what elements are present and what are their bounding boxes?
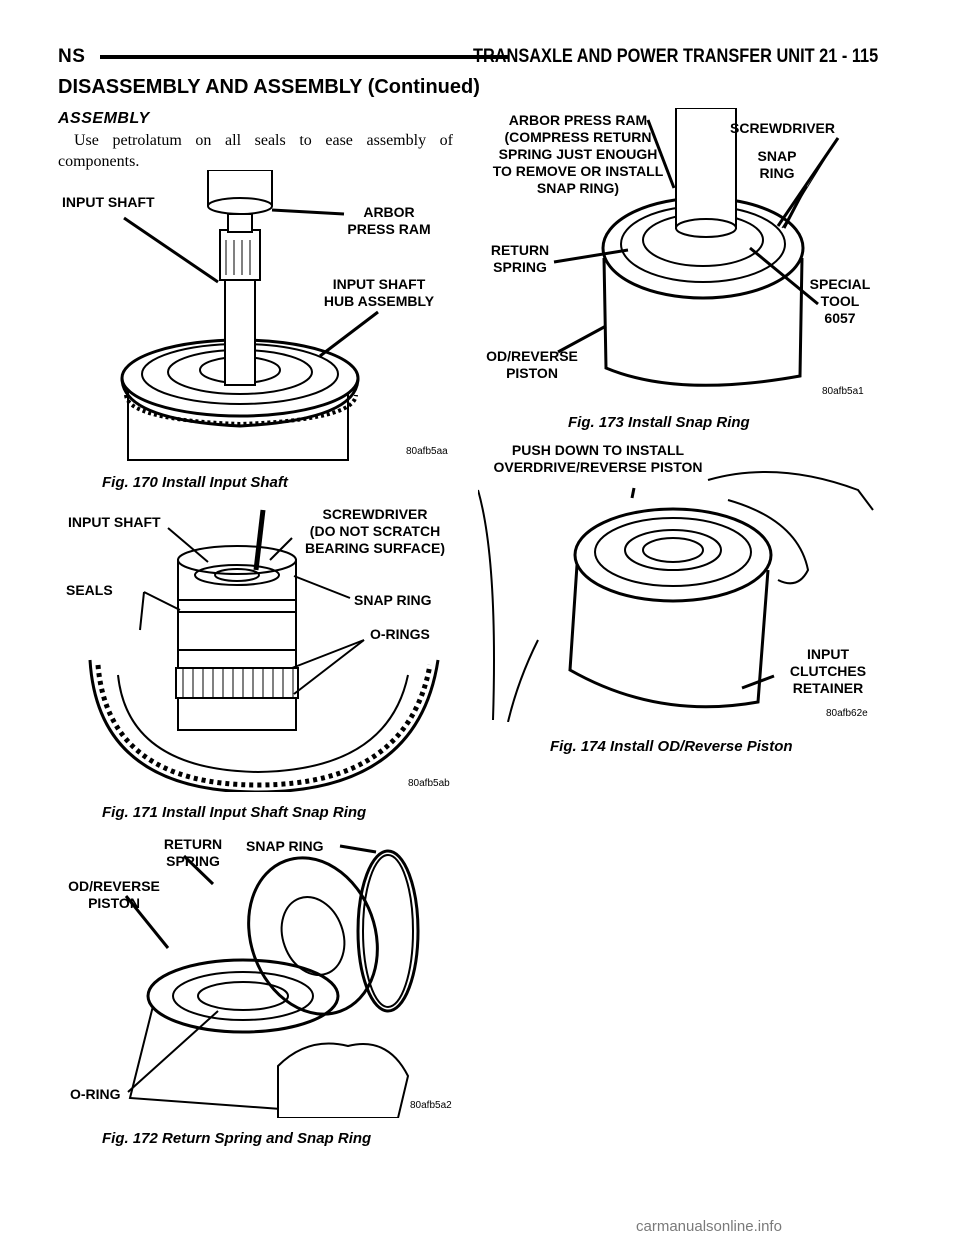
figure-171-illustration — [88, 509, 440, 792]
label-spring-just-enough: SPRING JUST ENOUGH — [498, 146, 658, 162]
label-screwdriver: SCREWDRIVER — [322, 506, 428, 522]
label-special: SPECIAL — [809, 276, 871, 292]
figure-170-caption: Fig. 170 Install Input Shaft — [102, 474, 288, 491]
label-input-clutches-retainer: INPUT CLUTCHES RETAINER — [778, 646, 878, 697]
label-arbor-line1: ARBOR — [363, 204, 415, 220]
body-paragraph: Use petrolatum on all seals to ease asse… — [58, 132, 453, 170]
label-seals: SEALS — [66, 582, 113, 598]
figure-174-code: 80afb62e — [826, 708, 868, 719]
label-screwdriver-173: SCREWDRIVER — [730, 120, 836, 136]
label-piston: PISTON — [88, 895, 140, 911]
label-o-ring: O-RING — [70, 1086, 121, 1102]
label-screwdriver-note: SCREWDRIVER (DO NOT SCRATCH BEARING SURF… — [300, 506, 450, 557]
label-piston-173: PISTON — [506, 365, 558, 381]
label-snap-ring-note: SNAP RING) — [536, 180, 620, 196]
label-snap-ring-173: SNAP RING — [742, 148, 812, 182]
section-subtitle: ASSEMBLY — [58, 110, 150, 127]
label-push-down: PUSH DOWN TO INSTALL — [511, 442, 685, 458]
figure-171: INPUT SHAFT SCREWDRIVER (DO NOT SCRATCH … — [58, 500, 453, 792]
label-od-reverse-piston: OD/REVERSE PISTON — [60, 878, 168, 912]
label-return-spring-173: RETURN SPRING — [480, 242, 560, 276]
figure-172-code: 80afb5a2 — [410, 1100, 452, 1111]
figure-173-caption: Fig. 173 Install Snap Ring — [568, 414, 750, 431]
label-return-spring: RETURN SPRING — [148, 836, 238, 870]
figure-173: ARBOR PRESS RAM (COMPRESS RETURN SPRING … — [478, 108, 878, 398]
figure-170-illustration — [120, 170, 379, 461]
figure-172-illustration — [124, 844, 420, 1118]
figure-171-code: 80afb5ab — [408, 778, 450, 789]
label-arbor-note: ARBOR PRESS RAM (COMPRESS RETURN SPRING … — [478, 112, 678, 197]
section-title: DISASSEMBLY AND ASSEMBLY (Continued) — [58, 76, 480, 98]
label-hub-assembly: INPUT SHAFT HUB ASSEMBLY — [314, 276, 444, 310]
figure-172-caption: Fig. 172 Return Spring and Snap Ring — [102, 1130, 372, 1147]
label-input: INPUT — [807, 646, 849, 662]
figure-173-illustration — [553, 108, 840, 387]
label-special-tool: SPECIAL TOOL 6057 — [804, 276, 876, 327]
figure-170: INPUT SHAFT ARBOR PRESS RAM INPUT SHAFT … — [58, 170, 453, 462]
label-hub-line2: HUB ASSEMBLY — [323, 293, 435, 309]
header-rule — [100, 55, 508, 59]
label-od-reverse-piston-173: OD/REVERSE PISTON — [480, 348, 584, 382]
label-return: RETURN — [163, 836, 223, 852]
page-header: NS TRANSAXLE AND POWER TRANSFER UNIT 21 … — [58, 44, 878, 74]
label-input-shaft-2: INPUT SHAFT — [68, 514, 161, 530]
label-arbor-press-ram-173: ARBOR PRESS RAM — [508, 112, 648, 128]
label-bearing-surface: BEARING SURFACE) — [304, 540, 445, 556]
figure-174: PUSH DOWN TO INSTALL OVERDRIVE/REVERSE P… — [478, 440, 878, 722]
header-model: NS — [58, 46, 86, 67]
label-spring: SPRING — [166, 853, 220, 869]
figure-174-caption: Fig. 174 Install OD/Reverse Piston — [550, 738, 793, 755]
figure-170-code: 80afb5aa — [406, 446, 448, 457]
label-input-shaft: INPUT SHAFT — [62, 194, 155, 210]
header-chapter: TRANSAXLE AND POWER TRANSFER UNIT 21 - 1… — [472, 46, 878, 67]
label-od-reverse-173: OD/REVERSE — [486, 348, 578, 364]
label-retainer: RETAINER — [792, 680, 864, 696]
label-compress-return: (COMPRESS RETURN — [504, 129, 652, 145]
label-o-rings: O-RINGS — [370, 626, 430, 642]
label-overdrive-piston: OVERDRIVE/REVERSE PISTON — [493, 459, 703, 475]
label-ring: RING — [759, 165, 795, 181]
label-spring-173: SPRING — [493, 259, 547, 275]
figure-174-illustration — [478, 471, 874, 722]
figure-172: RETURN SPRING SNAP RING OD/REVERSE PISTO… — [58, 836, 453, 1118]
label-od-reverse: OD/REVERSE — [68, 878, 160, 894]
label-snap: SNAP — [757, 148, 797, 164]
label-snap-ring-172: SNAP RING — [246, 838, 324, 854]
label-snap-ring: SNAP RING — [354, 592, 432, 608]
label-arbor-press-ram: ARBOR PRESS RAM — [334, 204, 444, 238]
label-tool: TOOL — [820, 293, 860, 309]
label-clutches: CLUTCHES — [789, 663, 867, 679]
label-no-scratch: (DO NOT SCRATCH — [309, 523, 441, 539]
label-arbor-line2: PRESS RAM — [347, 221, 431, 237]
figure-171-caption: Fig. 171 Install Input Shaft Snap Ring — [102, 804, 367, 821]
label-return-173: RETURN — [490, 242, 550, 258]
label-remove-install: TO REMOVE OR INSTALL — [492, 163, 664, 179]
figure-173-code: 80afb5a1 — [822, 386, 864, 397]
watermark: carmanualsonline.info — [636, 1218, 782, 1235]
label-hub-line1: INPUT SHAFT — [332, 276, 426, 292]
label-push-down-note: PUSH DOWN TO INSTALL OVERDRIVE/REVERSE P… — [478, 442, 718, 476]
label-tool-number: 6057 — [824, 310, 856, 326]
